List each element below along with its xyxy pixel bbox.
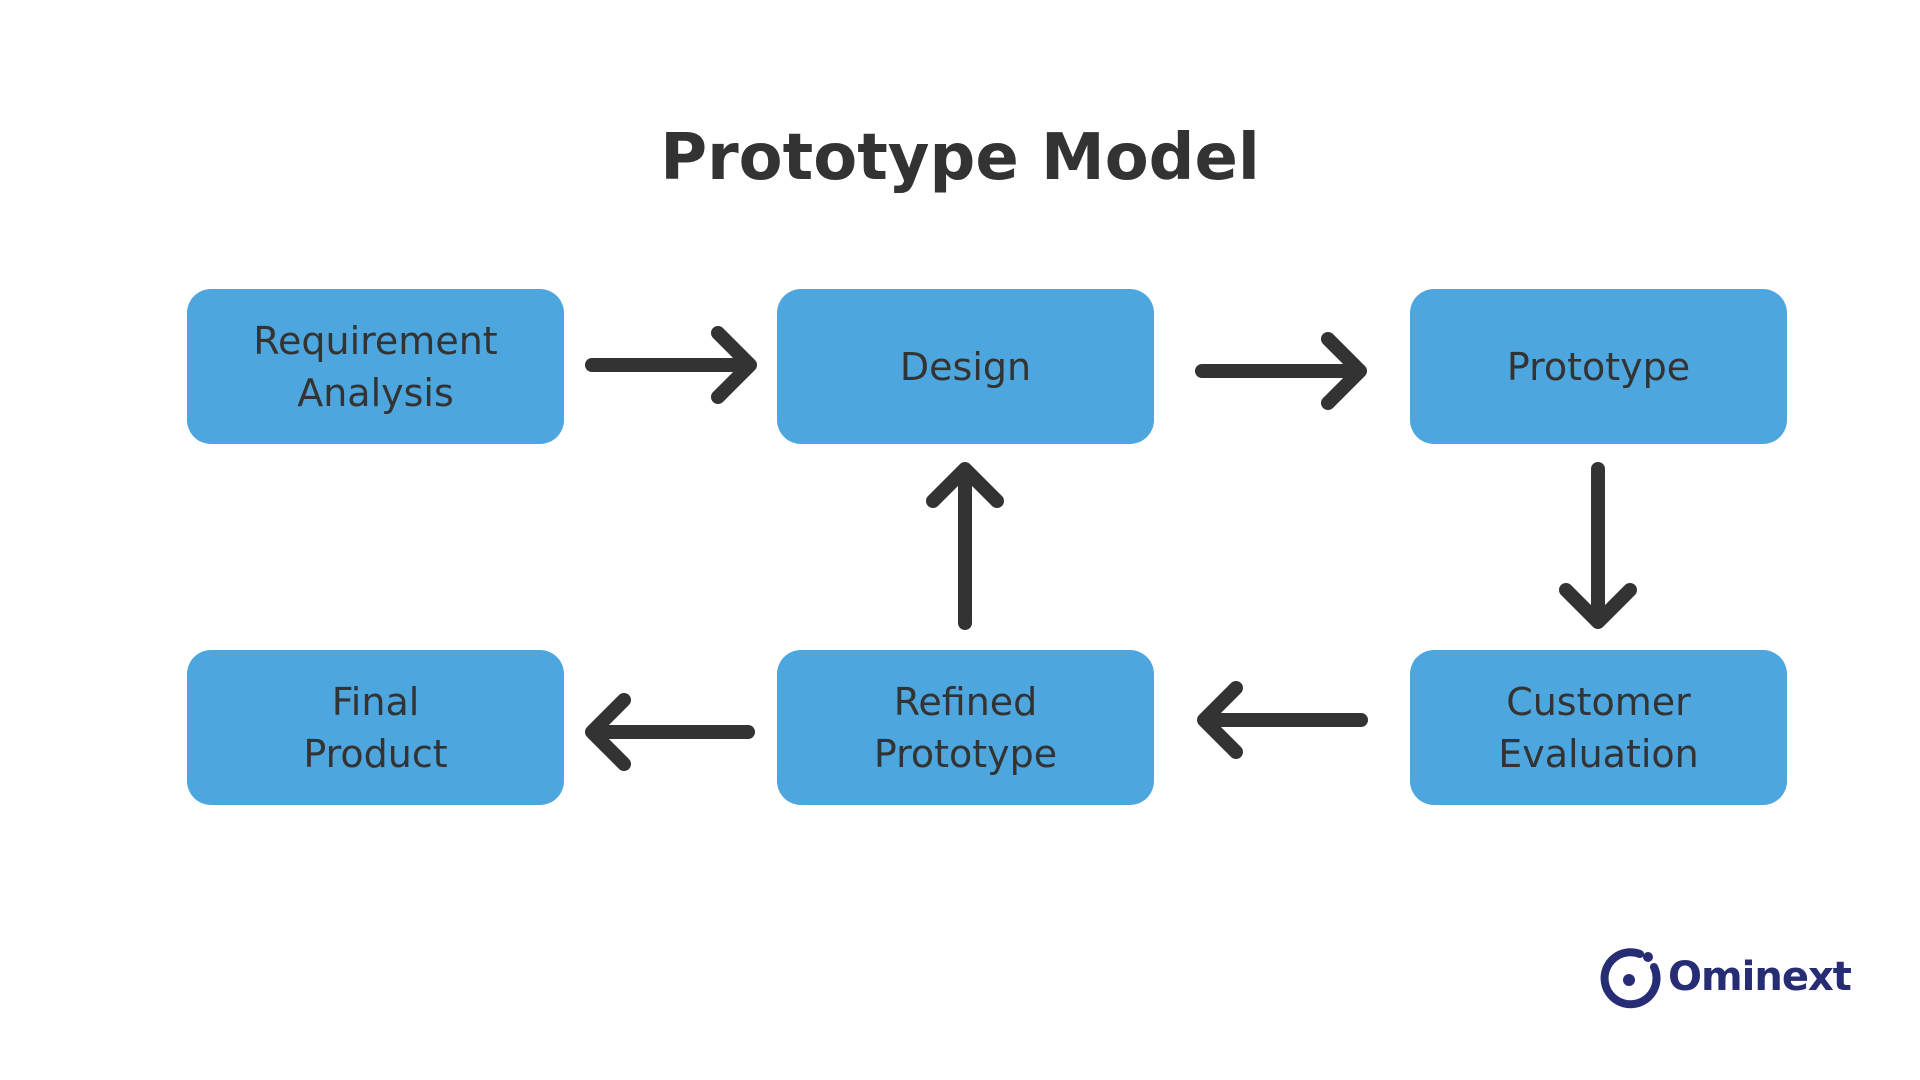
step-box-customer-evaluation: Customer Evaluation: [1410, 650, 1787, 805]
brand-name: Ominext: [1668, 954, 1852, 1000]
brand-logo: Ominext: [1598, 945, 1852, 1009]
step-box-refined-prototype: Refined Prototype: [777, 650, 1154, 805]
step-box-design: Design: [777, 289, 1154, 444]
step-box-prototype: Prototype: [1410, 289, 1787, 444]
step-box-requirement-analysis: Requirement Analysis: [187, 289, 564, 444]
arrow-design-to-prototype: [1195, 332, 1367, 410]
arrow-refined-to-design: [926, 462, 1004, 630]
step-label-final-product: Final Product: [303, 679, 448, 776]
arrow-requirement-to-design: [585, 326, 757, 404]
ominext-logo-icon: [1600, 948, 1661, 1009]
arrow-customer-evaluation-to-refined: [1197, 681, 1368, 759]
step-label-refined-prototype: Refined Prototype: [873, 679, 1058, 776]
step-label-customer-evaluation: Customer Evaluation: [1498, 679, 1699, 776]
step-box-final-product: Final Product: [187, 650, 564, 805]
step-label-requirement-analysis: Requirement Analysis: [253, 318, 498, 415]
arrow-prototype-to-customer-evaluation: [1559, 462, 1637, 629]
diagram-title: Prototype Model: [660, 121, 1260, 195]
step-label-prototype: Prototype: [1506, 344, 1691, 389]
step-label-design: Design: [899, 344, 1032, 389]
arrow-refined-to-final-product: [585, 693, 755, 771]
